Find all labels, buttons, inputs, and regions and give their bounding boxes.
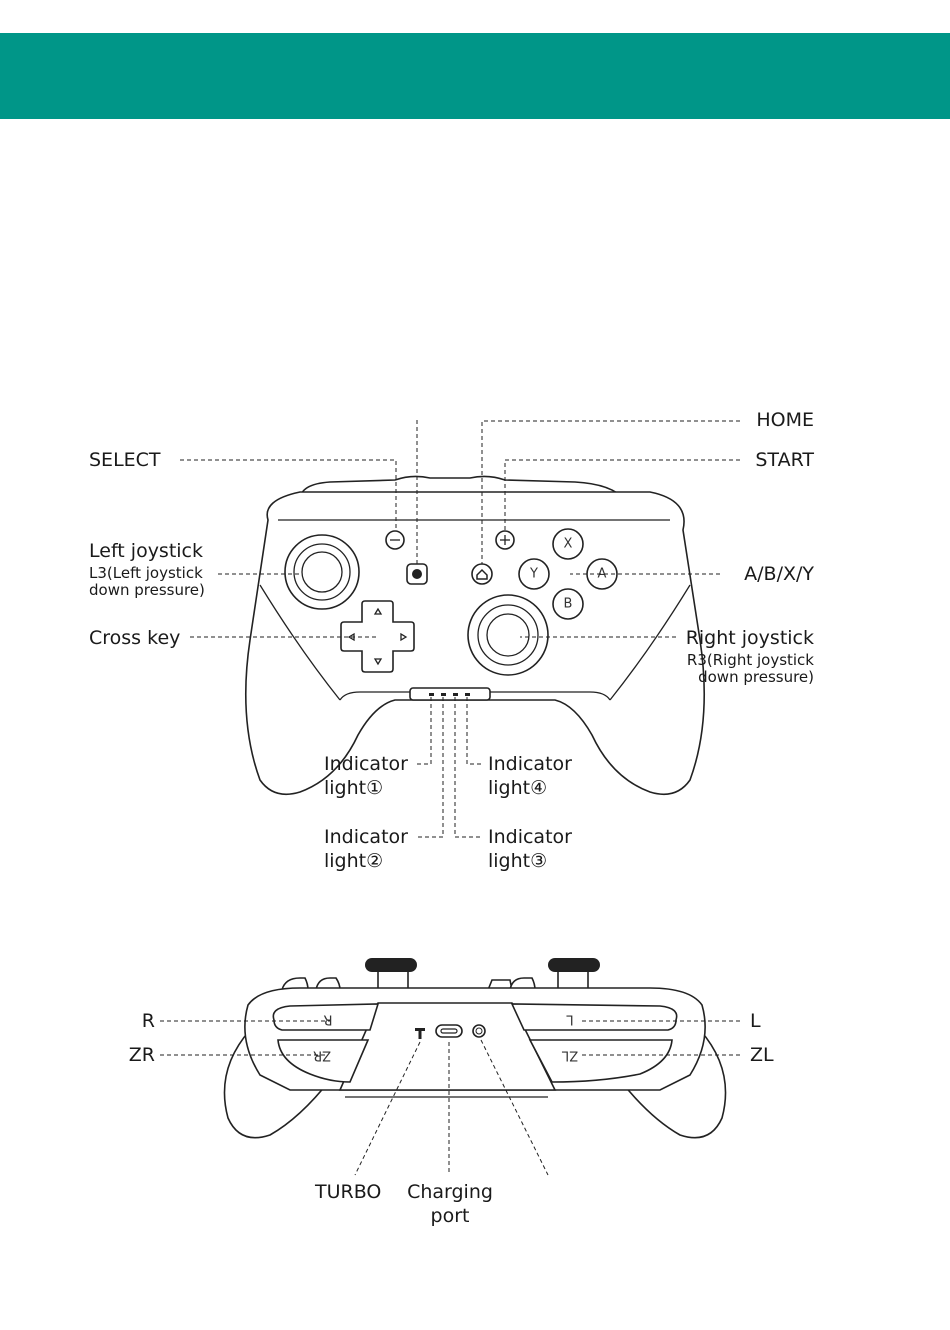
charging-port-line1: Charging (396, 1180, 504, 1204)
indicator-light-4-line1: Indicator (488, 752, 572, 776)
indicator-light-3-line1: Indicator (488, 825, 572, 849)
x-button-label: X (564, 537, 573, 552)
right-joystick-sub-line2: down pressure) (687, 669, 814, 686)
left-stick-top (365, 958, 417, 972)
r-label: R (142, 1009, 155, 1033)
l-trigger (512, 1004, 677, 1030)
right-joystick-label: Right joystick (686, 626, 814, 650)
charging-port (436, 1025, 462, 1037)
left-joystick-sub-line2: down pressure) (89, 582, 205, 599)
indicator-light-1 (429, 693, 434, 696)
start-label: START (755, 448, 814, 472)
y-button-label: Y (529, 567, 538, 582)
top-controller: R ZR L ZL (224, 958, 725, 1138)
abxy-label: A/B/X/Y (744, 562, 814, 586)
indicator-light-2-label: Indicator light② (324, 825, 408, 873)
indicator-light-2 (441, 693, 446, 696)
left-joystick-sub-line1: L3(Left joystick (89, 565, 205, 582)
right-stick-top (548, 958, 600, 972)
zl-trigger-mark: ZL (561, 1048, 578, 1063)
cross-key-label: Cross key (89, 626, 180, 650)
turbo-label: TURBO (315, 1180, 381, 1204)
right-joystick (468, 595, 548, 675)
indicator-light-2-line2: light② (324, 849, 408, 873)
home-label: HOME (756, 408, 814, 432)
charging-port-line2: port (396, 1204, 504, 1228)
indicator-light-4 (465, 693, 470, 696)
b-button-label: B (564, 597, 573, 612)
left-joystick-sub: L3(Left joystick down pressure) (89, 565, 205, 599)
l-label: L (750, 1009, 761, 1033)
l-trigger-mark: L (566, 1012, 574, 1027)
front-controller: X Y A B (246, 476, 704, 794)
indicator-light-4-label: Indicator light④ (488, 752, 572, 800)
right-joystick-sub: R3(Right joystick down pressure) (687, 652, 814, 686)
indicator-light-1-label: Indicator light① (324, 752, 408, 800)
indicator-light-4-line2: light④ (488, 776, 572, 800)
home-button (472, 564, 492, 584)
charging-port-label: Charging port (396, 1180, 504, 1228)
audio-jack (473, 1025, 485, 1037)
indicator-light-3-label: Indicator light③ (488, 825, 572, 873)
r-trigger-mark: R (323, 1012, 332, 1027)
indicator-light-3 (453, 693, 458, 696)
select-label: SELECT (89, 448, 161, 472)
left-joystick-label: Left joystick (89, 539, 203, 563)
left-joystick (285, 535, 359, 609)
right-joystick-sub-line1: R3(Right joystick (687, 652, 814, 669)
zr-label: ZR (129, 1043, 155, 1067)
indicator-light-1-line2: light① (324, 776, 408, 800)
indicator-light-3-line2: light③ (488, 849, 572, 873)
indicator-light-1-line1: Indicator (324, 752, 408, 776)
zl-label: ZL (750, 1043, 774, 1067)
indicator-light-2-line1: Indicator (324, 825, 408, 849)
